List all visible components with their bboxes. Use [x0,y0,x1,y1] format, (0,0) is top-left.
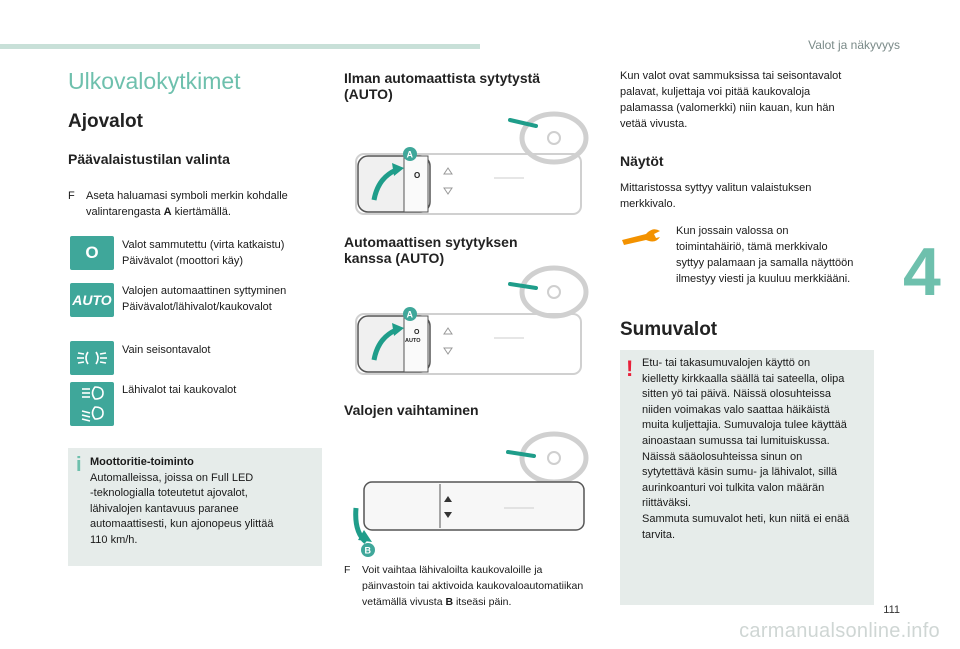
warning-line: riittäväksi. [642,497,691,510]
svg-text:A: A [407,310,414,320]
intro-line: Kun valot ovat sammuksissa tai seisontav… [620,70,842,82]
intro-text: Kun valot ovat sammuksissa tai seisontav… [620,68,875,132]
switch-line1: Voit vaihtaa lähivaloilta kaukovaloille … [362,564,543,576]
warning-icon: ! [626,356,634,381]
bullet-line2b: kiertämällä. [171,206,231,218]
wrench-icon [622,229,660,245]
low-high-beam-icon [70,382,114,426]
info-line: lähivalojen kantavuus paranee [90,502,239,515]
row-parking-line1: Vain seisontavalot [122,344,211,356]
stalk-illustration-switch: B [353,431,589,557]
warning-line: aurinkoanturi voi tulkita valon määrän [642,481,825,494]
chapter-number: 4 [903,234,941,310]
naytot-line: Mittaristossa syttyy valitun valaistukse… [620,182,812,194]
intro-line: palavat, kuljettaja voi pitää kaukovaloj… [620,86,811,98]
info-line: -teknologialla toteutetut ajovalot, [90,487,248,499]
wrench-line: syttyy palamaan ja samalla näyttöön [676,257,854,269]
heading-selection: Päävalaistustilan valinta [68,151,230,167]
switch-instruction: F Voit vaihtaa lähivaloilta kaukovaloille… [344,562,602,610]
heading-no-auto: Ilman automaattista sytytystä (AUTO) [344,70,594,102]
heading-no-auto-line1: Ilman automaattista sytytystä [344,70,541,86]
switch-line3a: vetämällä vivusta [362,596,446,608]
warning-line: niiden voimakas valo saattaa häikäistä [642,403,830,416]
header-rule [0,44,480,49]
row-beams-line1: Lähivalot tai kaukovalot [122,384,237,396]
bullet-line2a: valintarengasta [86,206,164,218]
intro-line: palamassa (valomerkki) niin kauan, kun h… [620,102,835,114]
naytot-line: merkkivalo. [620,198,676,210]
heading-naytot: Näytöt [620,153,664,169]
row-off-line1: Valot sammutettu (virta katkaistu) [122,239,285,251]
instruction-bullet: F Aseta haluamasi symboli merkin kohdalle… [68,188,328,220]
auto-icon: AUTO [70,283,114,317]
bullet-mark: F [344,564,351,576]
stalk-illustration-auto: O AUTO A [355,265,589,375]
heading-auto-line2: kanssa (AUTO) [344,250,445,266]
naytot-text: Mittaristossa syttyy valitun valaistukse… [620,180,875,212]
info-title: Moottoritie-toiminto [90,456,194,468]
heading-switch: Valojen vaihtaminen [344,402,479,418]
svg-text:O: O [414,329,420,336]
bullet-mark: F [68,190,75,202]
switch-line2: päinvastoin tai aktivoida kaukovaloautom… [362,580,584,592]
row-beams: Lähivalot tai kaukovalot [122,382,332,398]
row-off-line2: Päivävalot (moottori käy) [122,255,244,267]
heading-ajovalot: Ajovalot [68,111,143,132]
svg-text:B: B [365,546,372,556]
warning-line: ainoastaan sumussa tai lumituiskussa. [642,434,830,447]
warning-line: tarvita. [642,528,676,541]
bullet-line1: Aseta haluamasi symboli merkin kohdalle [86,190,288,202]
row-auto: Valojen automaattinen syttyminen Päiväva… [122,283,332,315]
info-box: i Moottoritie-toiminto Automalleissa, jo… [68,448,322,566]
parking-lights-icon [70,341,114,375]
warning-line: sytytettävä käsin sumu- ja lähivalot, si… [642,466,838,479]
heading-sumuvalot: Sumuvalot [620,319,718,340]
svg-text:A: A [407,150,414,160]
wrench-text: Kun jossain valossa on toimintahäiriö, t… [676,223,876,287]
heading-auto-line1: Automaattisen sytytyksen [344,234,518,250]
watermark: carmanualsonline.info [739,620,940,642]
heading-no-auto-line2: (AUTO) [344,86,393,102]
wrench-line: ilmestyy viesti ja kuuluu merkkiääni. [676,273,851,285]
section-title: Valot ja näkyvyys [808,38,900,52]
warning-line: Sammuta sumuvalot heti, kun niitä ei enä… [642,512,850,525]
row-off: Valot sammutettu (virta katkaistu) Päivä… [122,237,332,269]
warning-line: sitten yö tai päivä. Näissä olosuhteissa [642,388,831,401]
warning-box: ! Etu- tai takasumuvalojen käyttö on kie… [620,350,874,605]
svg-text:O: O [414,171,420,180]
info-icon: i [76,454,82,476]
bullet-line2-bold: A [163,206,172,218]
page-title: Ulkovalokytkimet [68,68,241,94]
row-auto-line2: Päivävalot/lähivalot/kaukovalot [122,301,272,313]
heading-auto: Automaattisen sytytyksen kanssa (AUTO) [344,234,594,266]
stalk-illustration-no-auto: O A [355,111,589,215]
switch-line3b: itseäsi päin. [453,596,512,608]
row-parking: Vain seisontavalot [122,342,332,358]
warning-line: kielletty kirkkaalla säällä tai sateella… [642,372,845,385]
info-line: automaattisesti, kun ajonopeus ylittää [90,518,274,530]
row-auto-line1: Valojen automaattinen syttyminen [122,285,287,297]
info-line: 110 km/h. [90,533,138,546]
off-zero-icon: O [70,236,114,270]
wrench-line: Kun jossain valossa on [676,225,789,237]
warning-line: muita kuljettajia. Sumuvaloja tulee käyt… [642,419,847,432]
warning-line: Etu- tai takasumuvalojen käyttö on [642,357,811,369]
svg-text:AUTO: AUTO [405,338,421,344]
info-line: Automalleissa, joissa on Full LED [90,471,254,484]
warning-line: Näissä sääolosuhteissa sinun on [642,450,803,463]
page-number: 111 [883,604,900,616]
wrench-line: toimintahäiriö, tämä merkkivalo [676,241,828,253]
switch-line3-bold: B [445,596,454,608]
intro-line: vetää vivusta. [620,118,688,130]
